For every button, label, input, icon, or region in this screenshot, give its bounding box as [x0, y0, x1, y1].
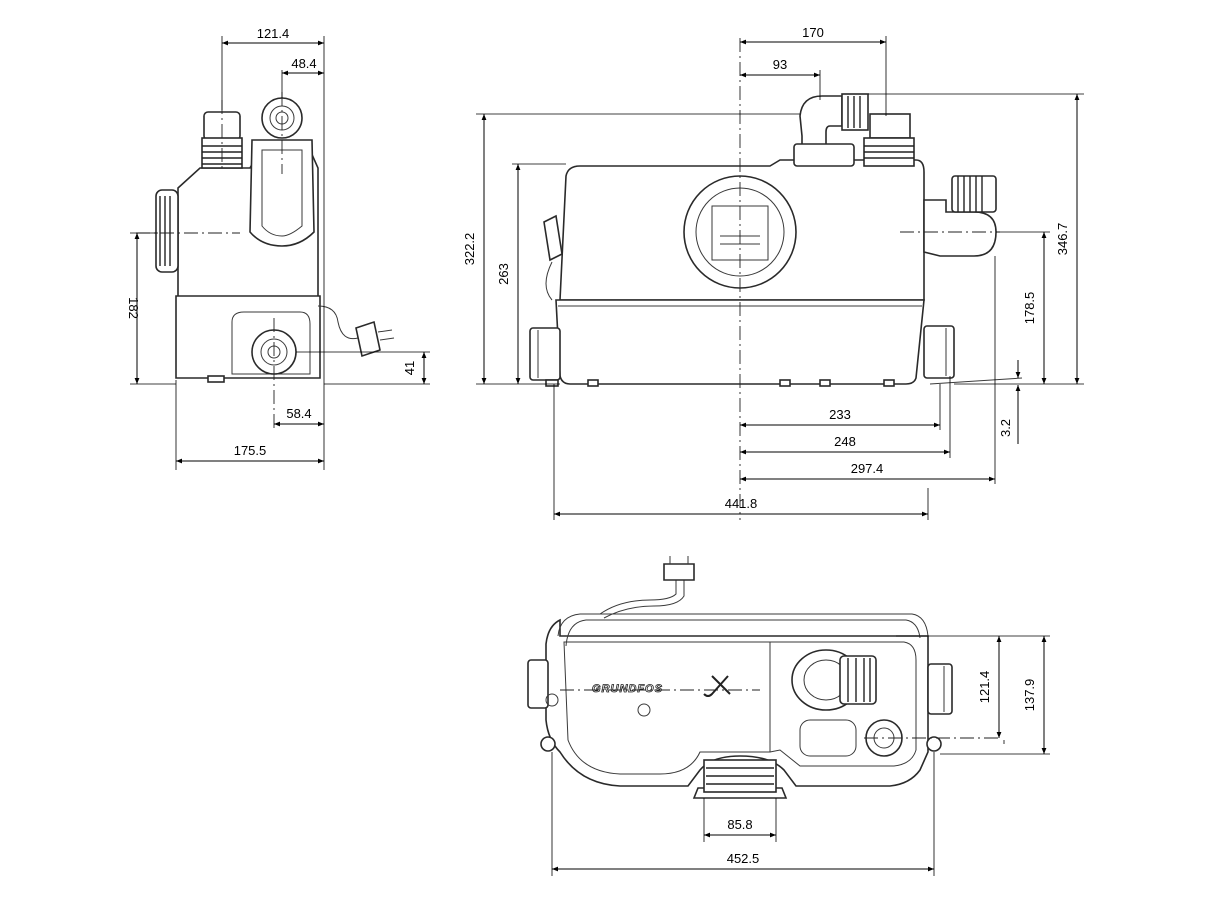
dim-side-outlet-height: 41 — [402, 361, 417, 375]
brand-x-icon — [703, 675, 731, 697]
dim-side-base-width: 175.5 — [234, 443, 267, 458]
dim-front-233: 233 — [829, 407, 851, 422]
dim-top-inlet-width: 85.8 — [727, 817, 752, 832]
side-view: 121.4 48.4 182 41 58.4 175.5 — [126, 26, 430, 470]
dim-front-outlet-offset: 170 — [802, 25, 824, 40]
dim-front-overall-width: 441.8 — [725, 496, 758, 511]
dim-top-total-depth: 137.9 — [1022, 679, 1037, 712]
dim-top-depth: 121.4 — [977, 671, 992, 704]
side-base — [175, 295, 321, 379]
dim-front-side-height: 346.7 — [1055, 223, 1070, 256]
dim-front-total-height: 322.2 — [462, 233, 477, 266]
dim-front-248: 248 — [834, 434, 856, 449]
dim-front-foot-height: 3.2 — [998, 419, 1013, 437]
dim-side-height: 182 — [126, 297, 141, 319]
dim-top-overall-width: 452.5 — [727, 851, 760, 866]
dim-front-inlet-height: 178.5 — [1022, 292, 1037, 325]
dim-front-297: 297.4 — [851, 461, 884, 476]
dim-side-top-offset: 48.4 — [291, 56, 316, 71]
front-view: 170 93 322.2 263 346.7 178.5 3.2 233 248 — [462, 25, 1084, 520]
brand-logo: GRUNDFOS — [592, 683, 663, 695]
dim-side-outlet-offset: 58.4 — [286, 406, 311, 421]
dim-front-body-height: 263 — [496, 263, 511, 285]
dim-side-top-width: 121.4 — [257, 26, 290, 41]
dim-front-center-offset: 93 — [773, 57, 787, 72]
top-view: GRUNDFOS 121.4 137 — [527, 556, 1050, 876]
front-tank — [555, 299, 925, 385]
